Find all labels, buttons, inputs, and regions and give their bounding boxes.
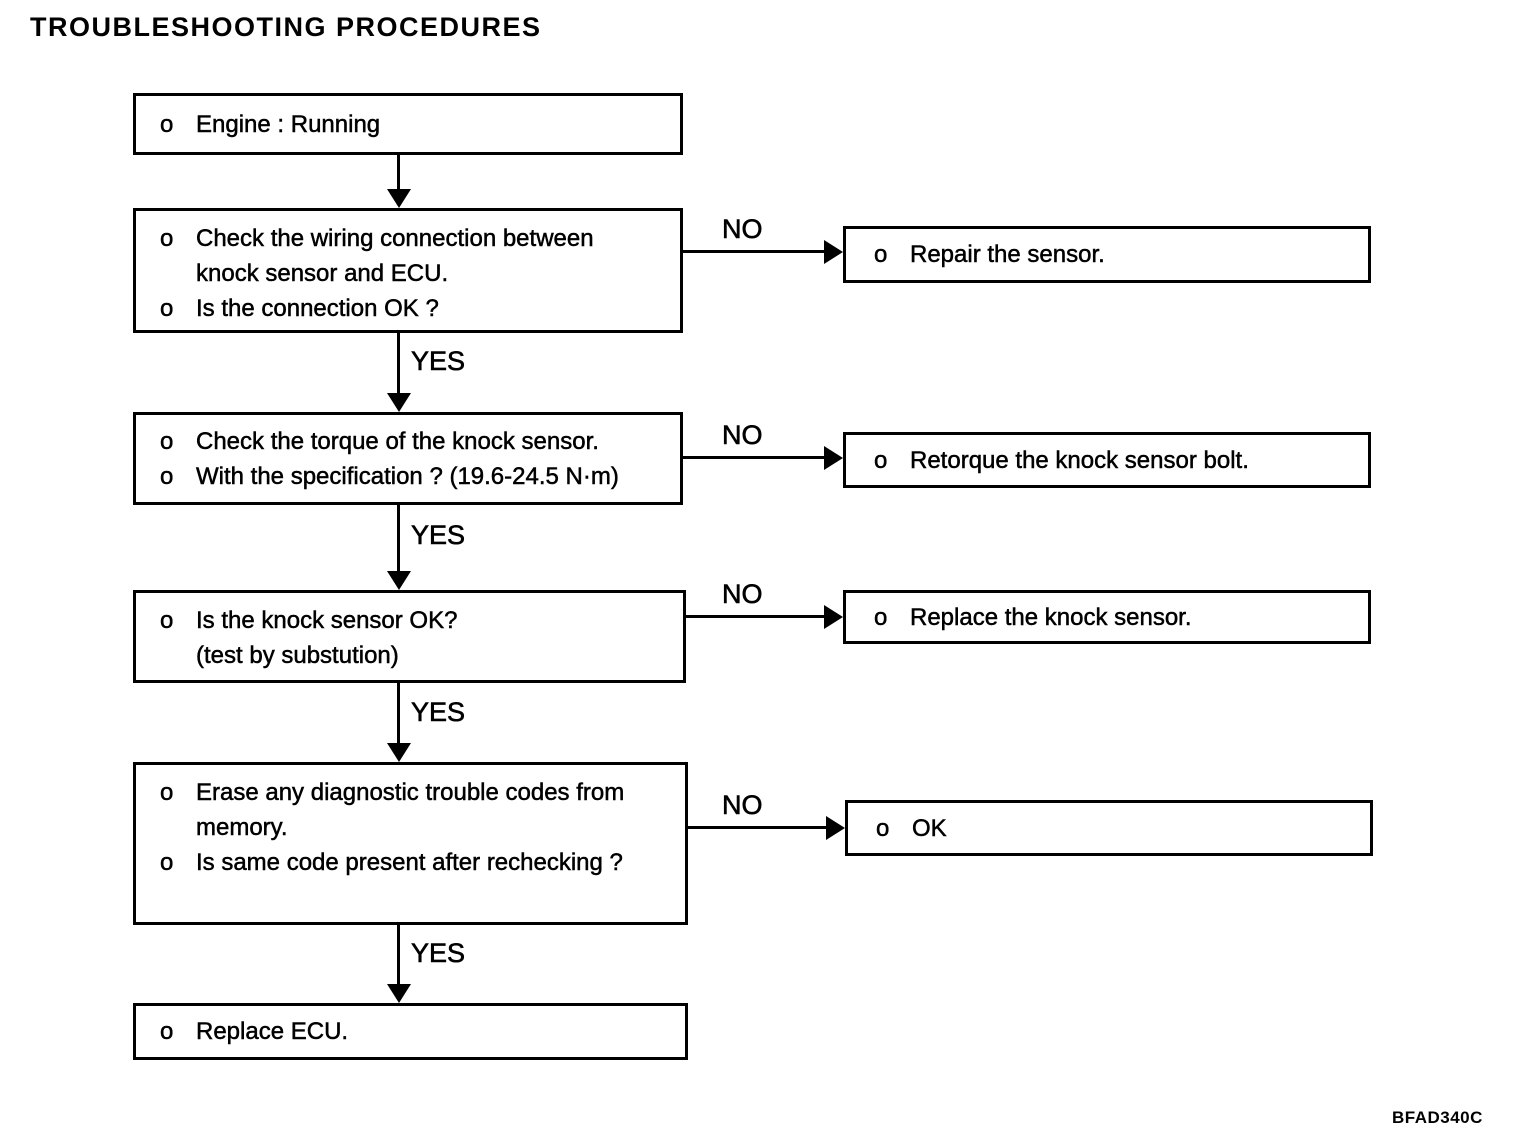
step-text: Is the knock sensor OK? xyxy=(196,607,458,635)
connector-line xyxy=(397,155,400,190)
bullet-marker: o xyxy=(160,607,174,635)
yes-label: YES xyxy=(411,938,466,969)
action-text: Replace the knock sensor. xyxy=(910,603,1192,631)
bullet-line: o OK xyxy=(876,811,1364,846)
bullet-marker: o xyxy=(160,225,174,253)
bullet-line: memory. xyxy=(160,810,679,845)
action-text: Retorque the knock sensor bolt. xyxy=(910,446,1249,474)
step-text: Replace ECU. xyxy=(196,1018,349,1046)
bullet-marker: o xyxy=(874,603,888,631)
bullet-line: o Repair the sensor. xyxy=(874,237,1362,272)
step-text: Engine : Running xyxy=(196,110,381,138)
bullet-line: o Engine : Running xyxy=(160,107,674,142)
flow-step-check-torque: o Check the torque of the knock sensor. … xyxy=(133,412,683,505)
flow-action-replace-sensor: o Replace the knock sensor. xyxy=(843,590,1371,644)
bullet-marker: o xyxy=(160,295,174,323)
bullet-marker: o xyxy=(160,849,174,877)
arrow-down-icon xyxy=(387,743,411,762)
bullet-line: o Is the knock sensor OK? xyxy=(160,603,677,638)
flow-action-repair-sensor: o Repair the sensor. xyxy=(843,226,1371,283)
connector-line xyxy=(397,333,400,393)
arrow-down-icon xyxy=(387,571,411,590)
connector-line xyxy=(397,925,400,984)
step-text: Erase any diagnostic trouble codes from xyxy=(196,779,625,807)
arrow-down-icon xyxy=(387,393,411,412)
bullet-line: knock sensor and ECU. xyxy=(160,256,674,291)
flow-step-engine-running: o Engine : Running xyxy=(133,93,683,155)
bullet-marker xyxy=(160,256,196,291)
no-label: NO xyxy=(722,214,763,245)
bullet-marker: o xyxy=(160,779,174,807)
yes-label: YES xyxy=(411,697,466,728)
no-label: NO xyxy=(722,420,763,451)
bullet-marker xyxy=(160,810,196,845)
bullet-marker: o xyxy=(876,814,890,842)
arrow-right-icon xyxy=(824,240,843,264)
flow-action-retorque-bolt: o Retorque the knock sensor bolt. xyxy=(843,432,1371,488)
bullet-line: o Erase any diagnostic trouble codes fro… xyxy=(160,775,679,810)
action-text: OK xyxy=(912,814,947,842)
arrow-down-icon xyxy=(387,984,411,1003)
connector-line xyxy=(683,250,824,253)
bullet-marker: o xyxy=(160,110,174,138)
page-title: TROUBLESHOOTING PROCEDURES xyxy=(30,12,542,42)
arrow-right-icon xyxy=(826,816,845,840)
arrow-right-icon xyxy=(824,605,843,629)
connector-line xyxy=(397,505,400,571)
step-text: knock sensor and ECU. xyxy=(196,260,449,288)
bullet-marker xyxy=(160,638,196,673)
bullet-marker: o xyxy=(160,463,174,491)
bullet-marker: o xyxy=(160,1018,174,1046)
bullet-line: o Is the connection OK ? xyxy=(160,291,674,326)
no-label: NO xyxy=(722,579,763,610)
arrow-right-icon xyxy=(824,446,843,470)
step-text: memory. xyxy=(196,814,288,842)
yes-label: YES xyxy=(411,520,466,551)
bullet-marker: o xyxy=(160,428,174,456)
yes-label: YES xyxy=(411,346,466,377)
bullet-line: o Replace the knock sensor. xyxy=(874,600,1362,635)
bullet-line: o Check the wiring connection between xyxy=(160,221,674,256)
flow-step-replace-ecu: o Replace ECU. xyxy=(133,1003,688,1060)
bullet-marker: o xyxy=(874,446,888,474)
bullet-marker: o xyxy=(874,241,888,269)
flow-step-knock-sensor-ok: o Is the knock sensor OK? (test by subst… xyxy=(133,590,686,683)
bullet-line: o Is same code present after rechecking … xyxy=(160,845,679,880)
flow-action-ok: o OK xyxy=(845,800,1373,856)
step-text: Check the torque of the knock sensor. xyxy=(196,428,599,456)
connector-line xyxy=(397,683,400,743)
connector-line xyxy=(688,826,826,829)
arrow-down-icon xyxy=(387,189,411,208)
step-text: Is the connection OK ? xyxy=(196,295,439,323)
action-text: Repair the sensor. xyxy=(910,241,1105,269)
bullet-line: o Retorque the knock sensor bolt. xyxy=(874,443,1362,478)
connector-line xyxy=(683,456,824,459)
step-text: Is same code present after rechecking ? xyxy=(196,849,623,877)
step-text: Check the wiring connection between xyxy=(196,225,594,253)
bullet-line: (test by substution) xyxy=(160,638,677,673)
step-text: (test by substution) xyxy=(196,642,399,670)
no-label: NO xyxy=(722,790,763,821)
connector-line xyxy=(686,615,824,618)
flow-step-erase-codes: o Erase any diagnostic trouble codes fro… xyxy=(133,762,688,925)
figure-code: BFAD340C xyxy=(1392,1108,1483,1127)
bullet-line: o With the specification ? (19.6-24.5 N·… xyxy=(160,459,674,494)
step-text: With the specification ? (19.6-24.5 N·m) xyxy=(196,463,619,491)
bullet-line: o Check the torque of the knock sensor. xyxy=(160,424,674,459)
bullet-line: o Replace ECU. xyxy=(160,1014,679,1049)
flow-step-check-wiring: o Check the wiring connection between kn… xyxy=(133,208,683,333)
